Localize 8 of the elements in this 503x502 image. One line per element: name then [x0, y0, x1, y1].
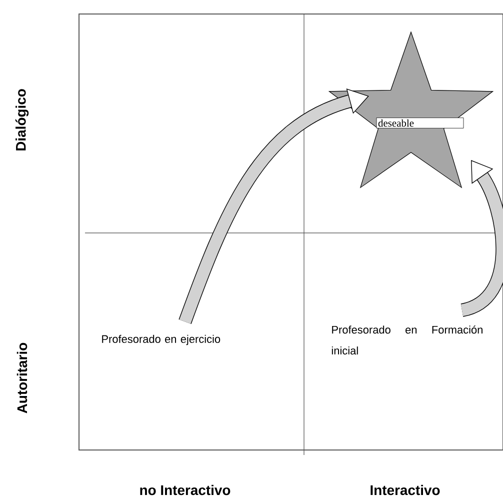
curved-arrow [178, 88, 369, 324]
quadrant-label: Profesorado en Formación inicial [332, 325, 482, 355]
axis-label: Interactivo [370, 484, 440, 496]
axis-label: Autoritario [16, 342, 28, 414]
axis-label: Dialógico [15, 89, 29, 150]
quadrant-label: Profesorado en ejercicio [102, 334, 220, 346]
curved-arrow [460, 160, 503, 317]
axis-label: no Interactivo [140, 484, 230, 496]
